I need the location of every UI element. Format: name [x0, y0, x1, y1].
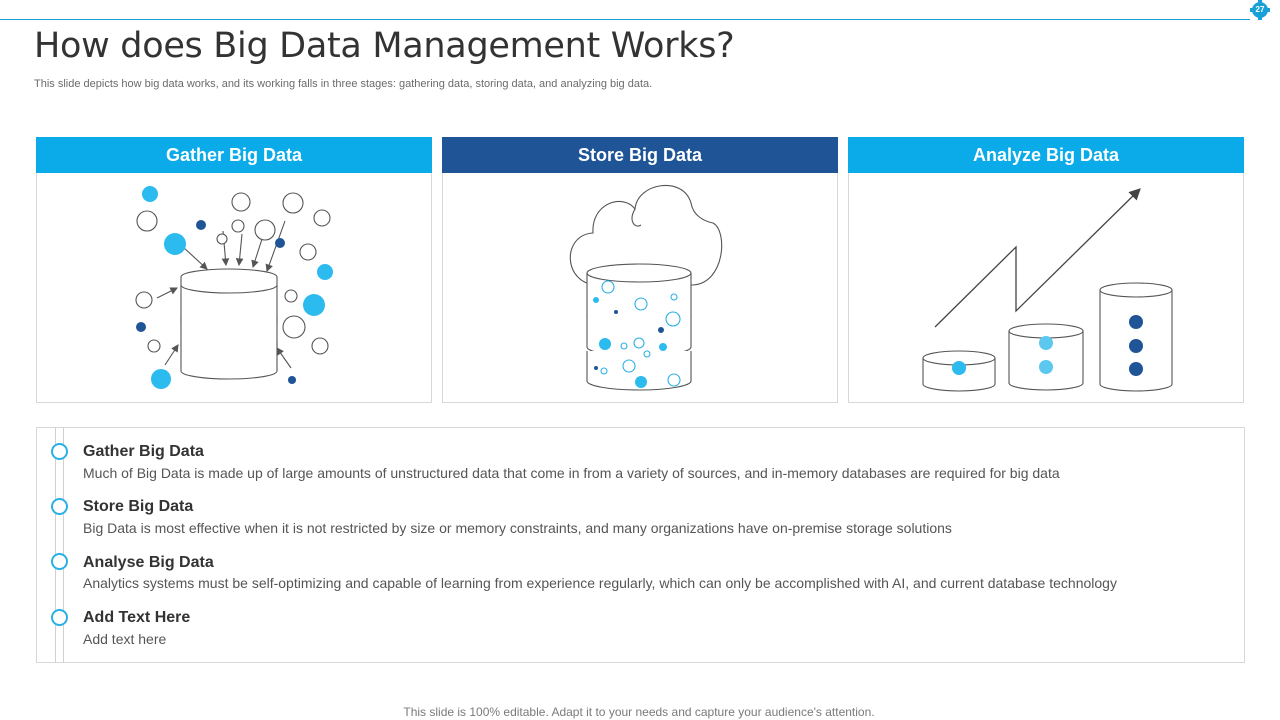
page-number: 27 — [1255, 5, 1265, 14]
panel-header-store: Store Big Data — [442, 137, 838, 173]
step-circle-icon — [51, 498, 68, 515]
gear-icon — [1250, 0, 1270, 20]
timeline-rail-right — [63, 428, 64, 662]
page-subtitle: This slide depicts how big data works, a… — [34, 78, 653, 90]
page-title: How does Big Data Management Works? — [34, 26, 735, 66]
step-description: Add text here — [83, 631, 167, 647]
page-number-badge: 27 — [1249, 0, 1271, 20]
cloud-database-icon — [569, 184, 723, 391]
footer-note: This slide is 100% editable. Adapt it to… — [403, 705, 875, 719]
steps-list: Gather Big Data Much of Big Data is made… — [36, 427, 1245, 663]
growth-databases-icon — [922, 188, 1173, 392]
panel-header-gather: Gather Big Data — [36, 137, 432, 173]
step-circle-icon — [51, 609, 68, 626]
step-title: Store Big Data — [83, 498, 194, 515]
database-data-sources-icon — [135, 186, 333, 389]
panel-header-analyze: Analyze Big Data — [848, 137, 1244, 173]
step-circle-icon — [51, 443, 68, 460]
step-description: Big Data is most effective when it is no… — [83, 520, 952, 536]
step-description: Analytics systems must be self-optimizin… — [83, 575, 1117, 591]
panel-analyze: Analyze Big Data — [848, 137, 1244, 403]
top-rule — [0, 19, 1250, 20]
step-title: Analyse Big Data — [83, 554, 214, 571]
step-title: Gather Big Data — [83, 443, 204, 460]
step-title: Add Text Here — [83, 609, 191, 626]
step-description: Much of Big Data is made up of large amo… — [83, 465, 1060, 481]
panel-store: Store Big Data — [442, 137, 838, 403]
timeline-rail-left — [55, 428, 56, 662]
panel-gather: Gather Big Data — [36, 137, 432, 403]
step-circle-icon — [51, 553, 68, 570]
